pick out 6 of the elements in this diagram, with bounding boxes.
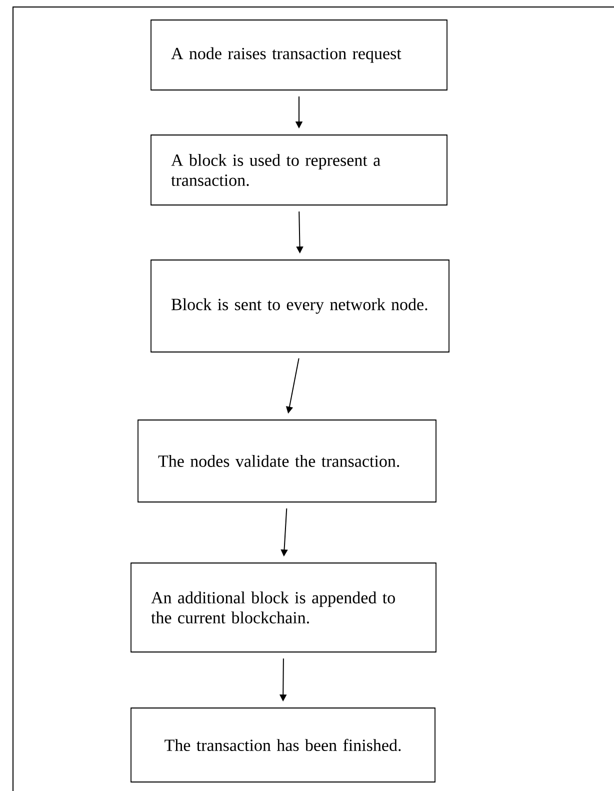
process-box: An additional block is appended to the current blockchain. <box>130 562 436 652</box>
process-box: A block is used to represent a transaction. <box>150 134 448 206</box>
process-box: A node raises transaction request <box>150 20 448 90</box>
process-box: The transaction has been finished. <box>130 708 436 782</box>
process-box: Block is sent to every network node. <box>150 260 450 352</box>
process-box: The nodes validate the transaction. <box>138 420 436 502</box>
